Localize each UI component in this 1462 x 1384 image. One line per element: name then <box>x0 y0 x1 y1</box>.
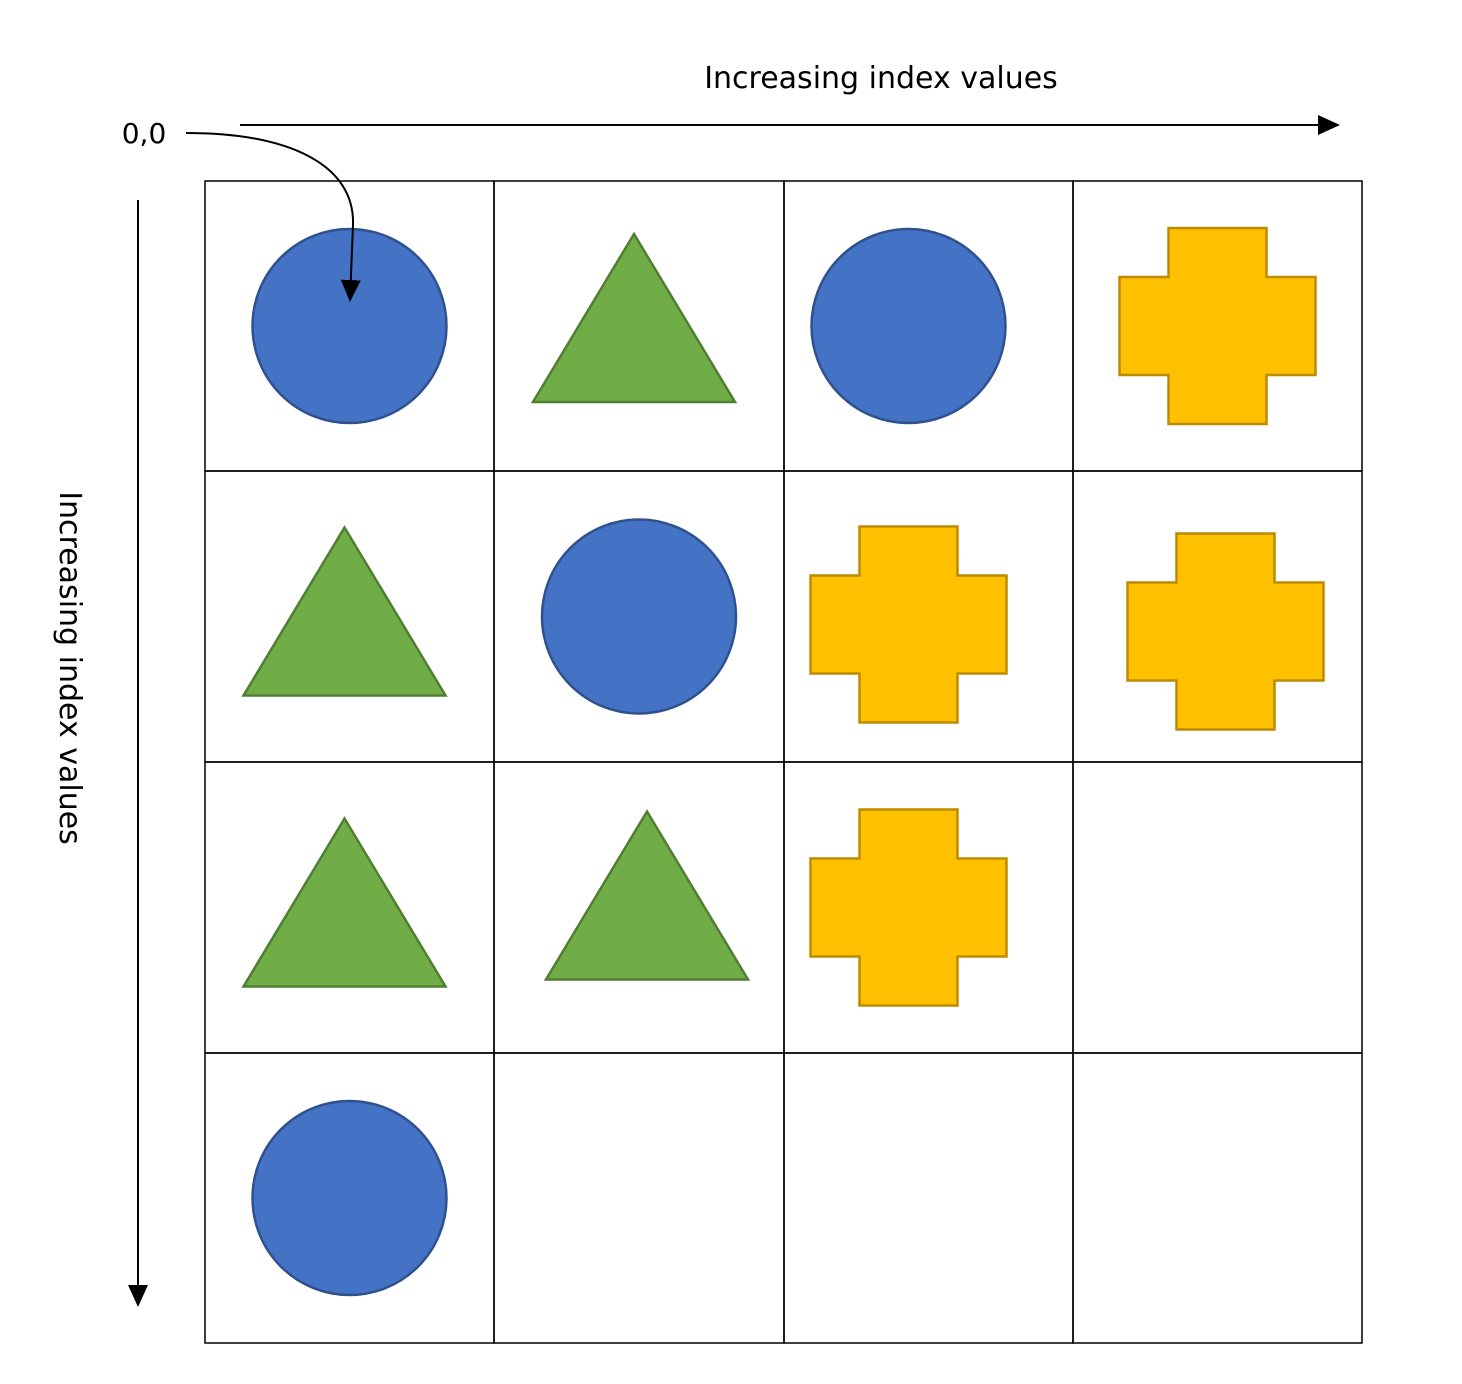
triangle-shape-2-0 <box>241 816 448 988</box>
circle-shape-0-0 <box>251 227 448 425</box>
grid-cell-3-1 <box>493 1052 785 1344</box>
grid <box>204 180 1363 1344</box>
cross-shape-1-3 <box>1126 532 1325 731</box>
triangle-shape-2-1 <box>543 809 751 981</box>
circle-shape-0-2 <box>810 227 1007 425</box>
circle-shape-3-0 <box>251 1099 448 1297</box>
triangle-shape-0-1 <box>530 231 738 404</box>
circle-shape-1-1 <box>540 518 738 715</box>
origin-pointer-arrow <box>185 132 361 302</box>
grid-cell-2-3 <box>1072 761 1363 1054</box>
triangle-shape-1-0 <box>241 525 448 697</box>
grid-shapes <box>241 226 1325 1297</box>
cross-shape-1-2 <box>809 525 1008 724</box>
origin-label: 0,0 <box>122 117 167 150</box>
cross-shape-0-3 <box>1118 226 1317 426</box>
y-axis-label: Increasing index values <box>52 491 87 845</box>
grid-cell-3-3 <box>1072 1052 1363 1344</box>
x-axis-label: Increasing index values <box>704 61 1058 96</box>
cross-shape-2-2 <box>809 808 1008 1007</box>
grid-cell-3-2 <box>783 1052 1074 1344</box>
